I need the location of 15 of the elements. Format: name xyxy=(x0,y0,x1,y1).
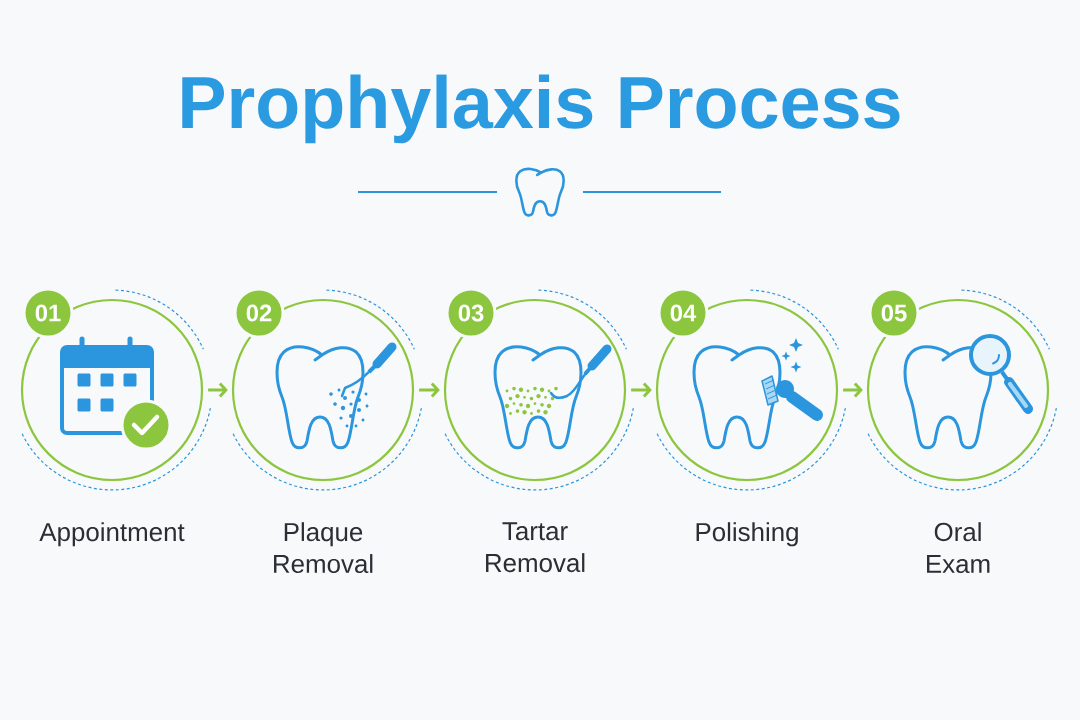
arrow xyxy=(631,382,652,398)
arrow xyxy=(843,382,863,398)
step-label: Oral Exam xyxy=(927,522,990,574)
number-badge: 05 xyxy=(868,287,920,339)
step-label: Plaque Removal xyxy=(274,522,373,574)
number-badge: 03 xyxy=(445,287,497,339)
title: Prophylaxis Process xyxy=(182,74,900,144)
number-badge: 01 xyxy=(22,287,74,339)
step-label: Appointment xyxy=(39,522,185,547)
step-label: Polishing xyxy=(696,522,798,547)
arrow xyxy=(208,382,228,398)
number-badge: 04 xyxy=(657,287,709,339)
step-label: Tartar Removal xyxy=(486,522,585,573)
number-badge: 02 xyxy=(233,287,285,339)
arrow xyxy=(419,382,440,398)
